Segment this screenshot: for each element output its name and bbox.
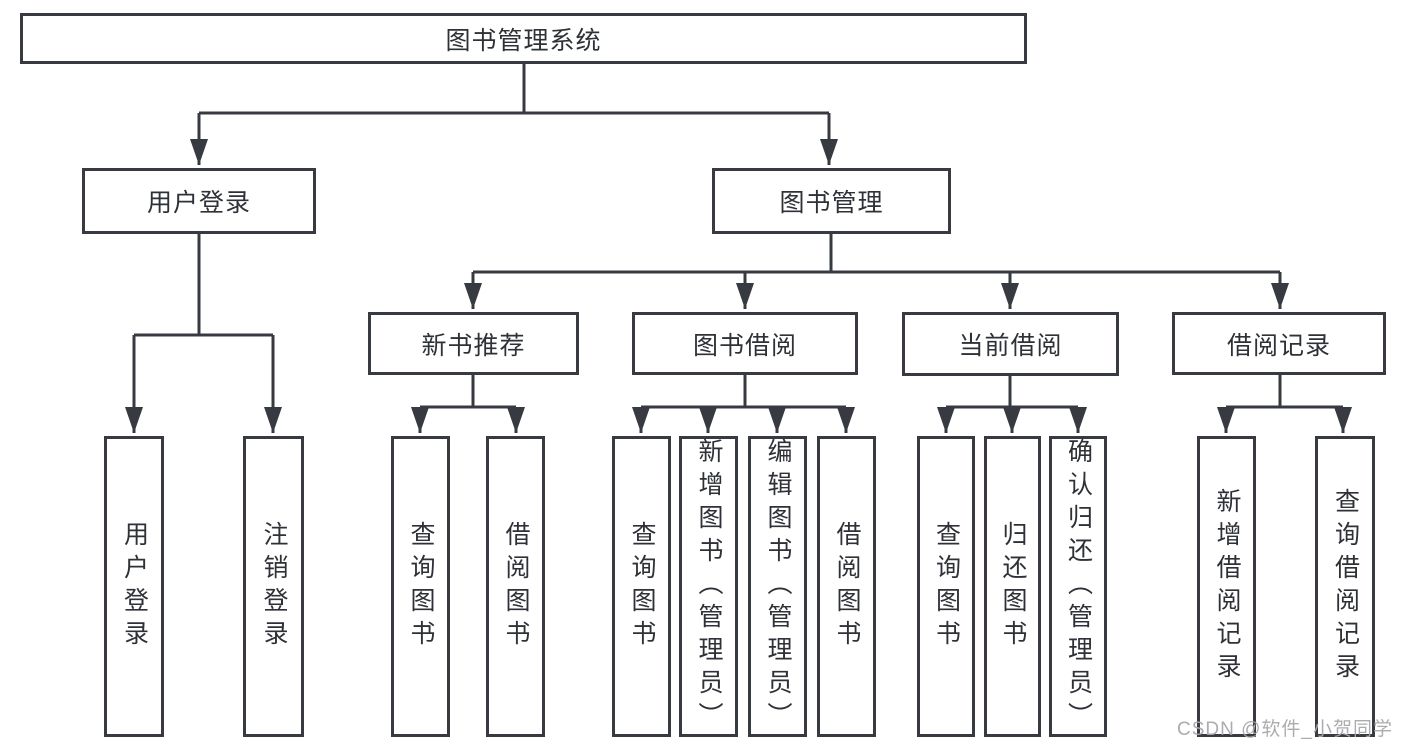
csdn-watermark: CSDN @软件_小贺同学 [1177, 719, 1393, 740]
node-new-book-recommendation: 新书推荐 [368, 312, 579, 375]
leaf-recommend-borrow-books: 借阅图书 [486, 436, 545, 737]
node-label: 借阅图书 [833, 520, 861, 653]
node-borrowing-records: 借阅记录 [1172, 312, 1386, 375]
node-current-borrowing: 当前借阅 [902, 312, 1119, 376]
leaf-current-return-books: 归还图书 [984, 436, 1041, 737]
node-label: 用户登录 [120, 520, 149, 653]
node-label: 新书推荐 [421, 331, 526, 360]
node-label: 借阅记录 [1226, 331, 1331, 360]
node-label: 确认归还（管理员） [1064, 438, 1093, 735]
node-label: 借阅图书 [502, 520, 530, 653]
node-library-system: 图书管理系统 [20, 13, 1027, 64]
leaf-current-query-books: 查询图书 [917, 436, 975, 737]
leaf-records-add-record: 新增借阅记录 [1197, 436, 1256, 737]
node-user-login: 用户登录 [82, 168, 316, 234]
node-label: 当前借阅 [958, 332, 1063, 360]
node-book-borrowing: 图书借阅 [632, 312, 858, 375]
node-label: 注销登录 [260, 520, 288, 653]
node-label: 用户登录 [146, 189, 251, 217]
leaf-user-login: 用户登录 [104, 436, 164, 737]
node-label: 查询借阅记录 [1331, 487, 1360, 686]
leaf-borrowing-query-books: 查询图书 [612, 436, 671, 737]
leaf-borrowing-add-book-admin: 新增图书（管理员） [679, 436, 738, 737]
leaf-records-query-record: 查询借阅记录 [1315, 436, 1375, 737]
node-label: 查询图书 [932, 520, 961, 653]
node-label: 编辑图书（管理员） [764, 438, 792, 735]
leaf-borrowing-borrow-books: 借阅图书 [817, 436, 876, 737]
node-label: 新增借阅记录 [1213, 487, 1241, 686]
node-label: 图书借阅 [692, 331, 797, 360]
leaf-logout: 注销登录 [243, 436, 304, 737]
node-label: 图书管理系统 [445, 26, 602, 55]
leaf-borrowing-edit-book-admin: 编辑图书（管理员） [748, 436, 807, 737]
leaf-current-confirm-return-admin: 确认归还（管理员） [1049, 436, 1107, 737]
node-label: 新增图书（管理员） [695, 438, 723, 735]
node-label: 查询图书 [407, 520, 435, 653]
leaf-recommend-query-books: 查询图书 [391, 436, 450, 737]
node-label: 查询图书 [628, 520, 656, 653]
node-book-management: 图书管理 [712, 168, 951, 234]
node-label: 图书管理 [779, 189, 884, 217]
node-label: 归还图书 [999, 520, 1027, 653]
